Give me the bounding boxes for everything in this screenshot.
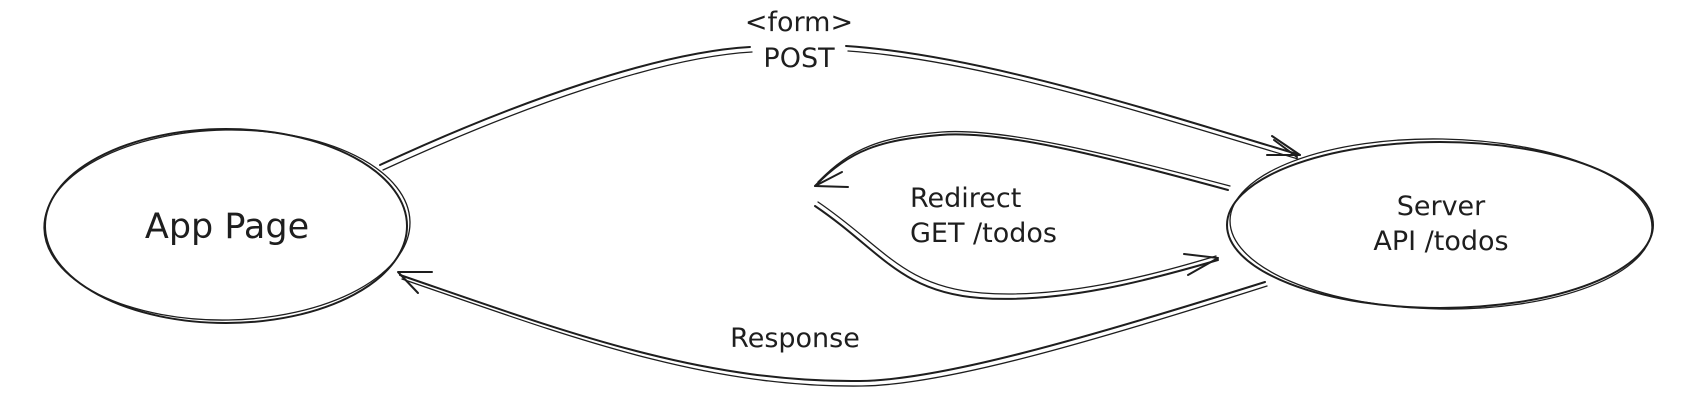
server-label-line1: Server (1397, 191, 1486, 222)
edge-redirect[interactable]: Redirect GET /todos (814, 130, 1231, 300)
app-page-label: App Page (145, 207, 309, 247)
response-line (399, 274, 1266, 383)
redirect-top-line (814, 133, 1229, 191)
form-post-line (379, 45, 1301, 166)
redirect-top-arrowhead (814, 171, 849, 188)
response-line-sketch (401, 278, 1268, 387)
redirect-top-line-sketch (817, 130, 1231, 187)
server-label-line2: API /todos (1373, 226, 1508, 257)
app-page-ellipse (44, 128, 408, 324)
server-ellipse-sketch (1229, 138, 1653, 310)
form-post-label-line1: <form> (745, 7, 853, 38)
form-post-line-sketch (382, 50, 1299, 171)
form-post-arrowhead (1266, 135, 1301, 158)
app-page-ellipse-sketch (43, 129, 411, 321)
redirect-label-line2: GET /todos (910, 218, 1057, 249)
edge-response[interactable]: Response (397, 271, 1268, 387)
redirect-label-line1: Redirect (910, 183, 1021, 214)
server-ellipse (1226, 141, 1654, 309)
node-server[interactable]: Server API /todos (1226, 135, 1654, 312)
edge-form-post[interactable]: <form> POST (379, 7, 1301, 171)
response-arrowhead (397, 271, 433, 294)
node-app-page[interactable]: App Page (42, 127, 411, 324)
redirect-bottom-line-sketch (817, 201, 1217, 295)
redirect-bottom-line (814, 205, 1219, 300)
redirect-bottom-arrowhead (1183, 253, 1219, 276)
response-label: Response (730, 323, 860, 354)
form-post-label-line2: POST (763, 43, 835, 74)
